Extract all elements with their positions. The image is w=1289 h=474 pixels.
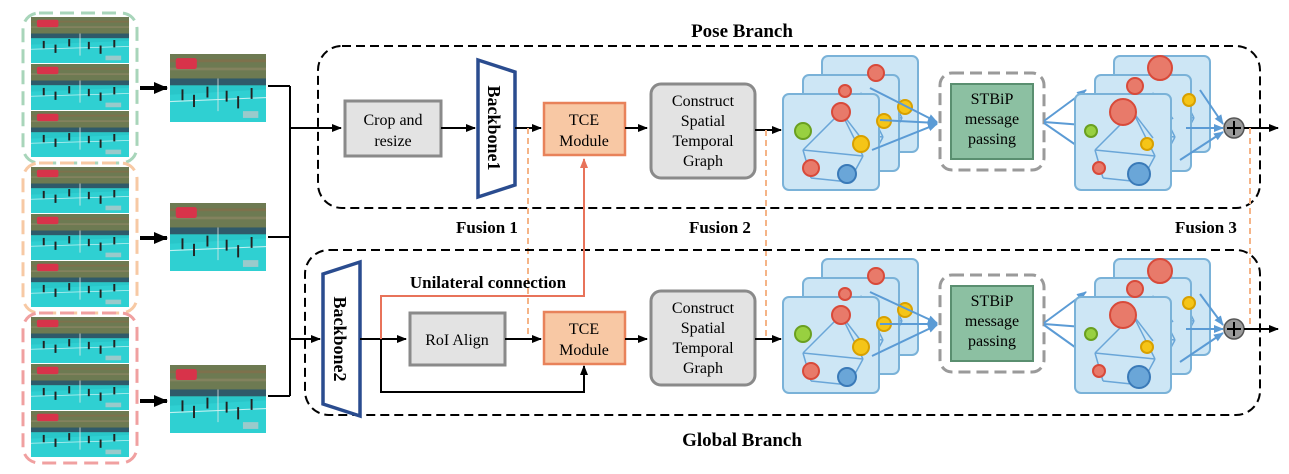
graph-node [1092,161,1106,175]
graph-node [1109,98,1137,126]
tce-module-global [542,310,627,366]
fusion-dashed-lines [527,128,1251,339]
bypass-line [380,339,588,393]
stbip-outer-global [938,273,1046,374]
global-branch-title: Global Branch [682,430,802,451]
construct-pose-l1: Construct [672,93,735,110]
graph-node [1109,301,1137,329]
roi-align-label: RoI Align [425,332,489,349]
merge-bus [268,85,291,397]
fusion-2-label: Fusion 2 [689,218,751,237]
graph-node [837,367,857,387]
tce-global-line2: Module [559,342,609,359]
key-frame-3 [169,364,267,434]
stbip-global-l3: passing [968,333,1016,350]
construct-pose-l2: Spatial [681,113,726,130]
graph-node [802,362,820,380]
fan-in-pose [869,87,938,151]
crop-label-line1: Crop and [363,112,422,129]
input-frame [30,63,130,111]
input-frame [30,166,130,214]
stbip-outer-pose [938,71,1046,172]
backbone1-block [476,57,517,200]
construct-pose-l3: Temporal [672,133,734,150]
graph-node [1127,365,1151,389]
input-frame [30,110,130,158]
global-branch-container [304,249,1261,416]
tce-pose-line2: Module [559,133,609,150]
graph-stack-global-out [1074,258,1211,394]
fusion-1-label: Fusion 1 [456,218,518,237]
input-frame [30,410,130,458]
stbip-pose-l2: message [965,111,1019,128]
graph-node [831,102,851,122]
fusion-3-label: Fusion 3 [1175,218,1237,237]
tce-global-line1: TCE [569,321,599,338]
graph-node [1084,124,1098,138]
input-frame [30,213,130,261]
fan-to-plus-pose [1179,89,1224,161]
crop-resize-box [343,99,443,158]
input-frame [30,316,130,364]
graph-node [1140,340,1154,354]
tce-module-pose [542,101,627,157]
key-frame-2 [169,202,267,272]
graph-node [1140,137,1154,151]
crop-label-line2: resize [374,133,411,150]
stbip-pose [950,83,1034,160]
stbip-global-l2: message [965,313,1019,330]
key-frame-1 [169,53,267,123]
graph-stack-pose-in [782,55,919,191]
unilateral-connection-line [380,158,588,339]
stbip-pose-l3: passing [968,131,1016,148]
input-frame [30,16,130,64]
sum-node-pose [1223,117,1245,139]
construct-global-l2: Spatial [681,320,726,337]
stbip-pose-l1: STBiP [971,91,1014,108]
unilateral-label: Unilateral connection [410,273,567,292]
graph-stack-global-in [782,258,919,394]
graph-node [1127,162,1151,186]
graph-node [794,122,812,140]
pose-branch-title: Pose Branch [691,21,793,42]
fan-to-plus-global [1179,293,1224,363]
backbone1-label: Backbone1 [484,85,504,170]
construct-pose-l4: Graph [683,153,723,170]
graph-node [802,159,820,177]
graph-node [837,164,857,184]
graph-node [852,338,870,356]
tce-pose-line1: TCE [569,112,599,129]
graph-node [1092,364,1106,378]
input-frame-column [30,16,130,458]
backbone2-block [321,259,362,419]
stbip-global [950,285,1034,362]
graph-node [794,325,812,343]
construct-global-l4: Graph [683,360,723,377]
graph-node [852,135,870,153]
input-frame [30,363,130,411]
construct-global-l3: Temporal [672,340,734,357]
construct-global-l1: Construct [672,300,735,317]
sum-node-global [1223,318,1245,340]
backbone2-label: Backbone2 [330,296,350,381]
stbip-global-l1: STBiP [971,293,1014,310]
graph-stack-pose-out [1074,55,1211,191]
fan-in-global [869,291,938,357]
input-frame [30,260,130,308]
graph-node [831,305,851,325]
graph-node [1084,327,1098,341]
